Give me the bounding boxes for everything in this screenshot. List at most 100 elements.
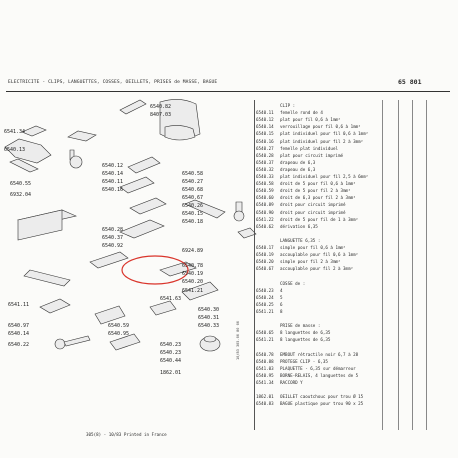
part-description: simple pour fil 0,6 à 1mm²: [280, 245, 346, 250]
column-divider: [398, 100, 399, 430]
part-number: 6540.25: [256, 301, 274, 307]
parts-row: 6540.95 BORNE-RELAIS, 4 languettes de 5: [256, 372, 359, 379]
part-description: droit de 6,3 pour fil 2 à 3mm²: [280, 195, 356, 201]
part-drawing: [119, 219, 165, 239]
part-number: 6540.15: [256, 131, 274, 137]
part-number: 6541.03: [256, 365, 274, 371]
part-number: 6540.27: [256, 145, 274, 151]
part-drawing: [17, 209, 63, 241]
parts-illustration: 6540.828407.036541.346540.136540.126540.…: [4, 99, 257, 376]
part-number: 6540.20: [256, 259, 274, 265]
part-description: plat pour fil 0,6 à 1mm²: [280, 117, 341, 123]
part-ref-label: 6541.63: [160, 296, 181, 302]
header-rule: [6, 91, 450, 92]
part-drawing: [69, 155, 83, 169]
part-description: BAGUE plastique pour trou 90 x 25: [280, 401, 364, 407]
part-ref-label: 6540.97: [8, 323, 29, 329]
part-drawing: [184, 199, 226, 219]
part-description: verrouillage pour fil 0,6 à 1mm²: [280, 124, 361, 130]
part-description: simple pour fil 2 à 3mm²: [280, 259, 341, 265]
part-ref-label: 6540.95: [108, 331, 129, 337]
parts-row: [256, 345, 280, 350]
part-number: 6540.89: [256, 202, 274, 208]
part-description: 8 languettes de 6,35: [280, 330, 331, 336]
part-description: plat individuel pour fil 2 à 3mm²: [280, 138, 364, 144]
part-ref-label: 6540.31: [198, 315, 219, 321]
part-description: PROTEGE CLIP - 6,35: [280, 358, 328, 364]
parts-row: COSSE de :: [256, 281, 305, 287]
part-number: 6540.19: [256, 252, 274, 258]
part-number: 6540.88: [256, 358, 274, 364]
part-drawing: [9, 158, 39, 173]
part-ref-label: 6541.21: [182, 288, 203, 294]
part-number: 6540.33: [256, 174, 274, 179]
part-number: 6540.11: [256, 110, 274, 116]
part-ref-label: 6540.27: [182, 179, 203, 185]
part-ref-label: 6540.13: [4, 147, 25, 153]
part-ref-label: 6540.18: [182, 219, 203, 225]
page-code: 65 801: [398, 78, 422, 86]
part-description: 5: [280, 294, 283, 300]
part-number: 6541.34: [256, 379, 274, 385]
part-drawing: [21, 125, 47, 137]
part-ref-label: 6541.11: [8, 302, 29, 308]
part-number: 6540.14: [256, 124, 274, 130]
page-footer: 305(8) - 10/83 Printed in France: [86, 432, 167, 437]
part-drawing: [233, 210, 245, 222]
part-number: 6540.16: [256, 138, 274, 144]
part-ref-label: 6540.30: [198, 307, 219, 313]
part-number: 6540.65: [256, 330, 274, 336]
part-description: plat individuel pour fil 2,5 à 6mm²: [280, 174, 369, 179]
part-drawing: [63, 335, 91, 347]
part-description: RACCORD Y: [280, 379, 303, 385]
part-ref-label: 6924.89: [182, 248, 203, 254]
part-description: LANGUETTE 6,35 :: [280, 237, 321, 243]
part-description: femelle rond de 4: [280, 110, 323, 116]
part-number: 6540.95: [256, 372, 274, 378]
side-note: 10/83 305.00 80 00: [236, 321, 240, 360]
part-number: 6540.60: [256, 195, 274, 201]
parts-row: 6540.65 8 languettes de 6,35: [256, 331, 330, 336]
part-ref-label: 6540.14: [8, 331, 29, 337]
column-divider: [382, 100, 383, 430]
part-description: CLIP :: [280, 103, 296, 108]
part-ref-label: 6540.20: [182, 279, 203, 285]
parts-row: 6540.60 droit de 6,3 pour fil 2 à 3mm²: [256, 196, 356, 201]
part-ref-label: 6540.68: [182, 187, 203, 193]
part-ref-label: 6540.16: [102, 187, 123, 193]
part-number: 6540.90: [256, 209, 274, 215]
part-description: EMBOUT rétractile noir 6,7 à 28: [280, 351, 359, 357]
part-description: dérivation 6,35: [280, 223, 318, 229]
part-number: 6540.24: [256, 294, 274, 300]
parts-row: [256, 274, 280, 279]
part-description: droit de 5 pour fil de 1 à 3mm²: [280, 216, 359, 222]
part-description: droit pour circuit imprimé: [280, 202, 346, 208]
part-number: 6541.22: [256, 216, 274, 222]
part-drawing: [119, 176, 155, 194]
part-description: BORNE-RELAIS, 4 languettes de 5: [280, 372, 359, 378]
part-drawing: [67, 130, 97, 142]
part-ref-label: 6540.26: [182, 203, 203, 209]
part-ref-label: 6540.11: [102, 179, 123, 185]
part-drawing: [149, 300, 177, 316]
parts-row: PRISE de masse :: [256, 323, 320, 329]
part-number: 6540.23: [256, 287, 274, 293]
highlight-circle: [121, 255, 189, 285]
